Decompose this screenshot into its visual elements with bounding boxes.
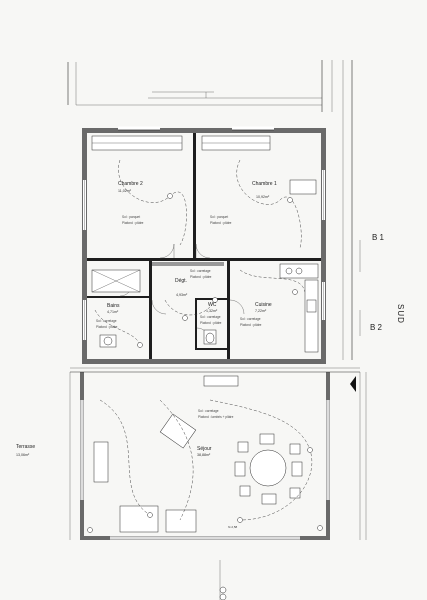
room-area-chambre2: 11,02m² [118, 189, 132, 193]
room-ceiling-chambre2: Plafond : plâtre [122, 221, 144, 225]
kitchen-fixtures [279, 263, 319, 353]
room-floor-wc: Sol : carrelage [200, 315, 221, 319]
room-ceiling-cuisine: Plafond : plâtre [240, 323, 262, 327]
room-area-sejour: 38,88m² [197, 453, 211, 457]
windows-lower [80, 400, 330, 540]
orientation-label-sud: SUD [396, 304, 405, 324]
room-name-sejour: Séjour [197, 446, 212, 452]
room-floor-sejour: Sol : carrelage [198, 409, 219, 413]
room-name-chambre1: Chambre 1 [252, 181, 277, 187]
room-ceiling-bains: Plafond : plâtre [96, 325, 118, 329]
boundary-lines [67, 60, 353, 360]
axis-label-b2: B 2 [370, 323, 383, 332]
room-name-bains: Bains [107, 303, 120, 309]
room-ceiling-degt: Plafond : plâtre [190, 275, 212, 279]
electrical-circuits-upper [94, 159, 306, 348]
room-ceiling-sejour: Plafond : lambris + plâtre [198, 415, 234, 419]
room-floor-chambre2: Sol : parquet [122, 215, 140, 219]
room-floor-bains: Sol : carrelage [96, 319, 117, 323]
room-name-wc: WC [208, 302, 217, 308]
room-name-terrasse: Terrasse [16, 444, 35, 450]
section-marker-icon [350, 376, 356, 392]
room-floor-cuisine: Sol : carrelage [240, 317, 261, 321]
bathroom-fixtures [91, 269, 217, 348]
closets [91, 135, 317, 195]
electrical-circuits-lower [87, 399, 323, 533]
axis-label-b1: B 1 [372, 233, 385, 242]
room-area-chambre1: 10,92m² [256, 195, 270, 199]
corridor-hatching [152, 262, 224, 266]
room-ceiling-wc: Plafond : plâtre [200, 321, 222, 325]
room-area-degt: 4,93m² [176, 293, 188, 297]
room-area-bains: 4,71m² [107, 310, 119, 314]
windows-upper [83, 126, 325, 340]
room-ceiling-chambre1: Plafond : plâtre [210, 221, 232, 225]
room-name-chambre2: Chambre 2 [118, 181, 143, 187]
room-area-wc: 1,32m² [206, 309, 218, 313]
exterior-walls-upper [82, 128, 326, 364]
dimension-sejour-height: ht 2,58 [228, 525, 238, 529]
room-name-cuisine: Cuisine [255, 302, 272, 308]
room-floor-degt: Sol : carrelage [190, 269, 211, 273]
room-floor-chambre1: Sol : parquet [210, 215, 228, 219]
room-area-cuisine: 7,22m² [255, 309, 267, 313]
room-name-degt: Dégt. [175, 278, 187, 284]
bottom-section-marker [219, 560, 227, 600]
room-area-terrasse: 13,06m² [16, 453, 30, 457]
sejour-furniture [93, 375, 303, 533]
